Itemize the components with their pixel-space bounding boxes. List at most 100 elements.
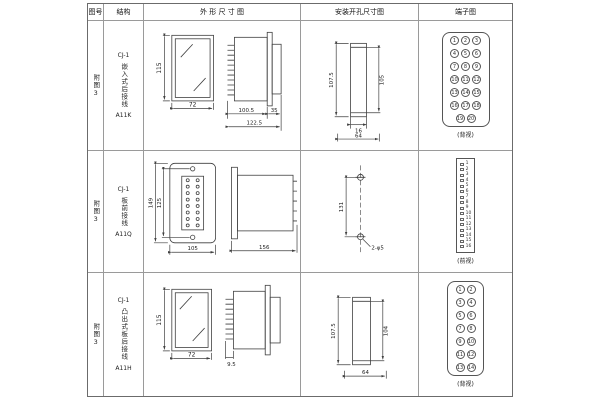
terminal-pin: 10 bbox=[450, 75, 459, 84]
terminal-pin: 5 bbox=[455, 311, 465, 320]
dim-label-len2: 35 bbox=[271, 108, 278, 114]
terminal-pin: 6 bbox=[466, 311, 476, 320]
terminal-pin: 11 bbox=[461, 75, 470, 84]
terminal-contact bbox=[459, 184, 464, 188]
terminal-number: 13 bbox=[465, 227, 472, 232]
code-label: A11Q bbox=[115, 230, 132, 238]
terminal-pin: 7 bbox=[455, 324, 465, 333]
dim-label-total: 122.5 bbox=[246, 121, 262, 127]
terminal-number: 9 bbox=[465, 205, 469, 210]
terminal-number: 8 bbox=[465, 199, 469, 205]
datasheet-table: 图号 结构 外 形 尺 寸 图 安装开孔尺寸图 端子图 附图3 CJ-1 嵌入式… bbox=[87, 3, 513, 397]
terminal-contact bbox=[459, 217, 464, 221]
terminal-pin: 4 bbox=[450, 49, 459, 58]
fig-number: 附图3 bbox=[91, 73, 100, 98]
terminal-number: 6 bbox=[465, 188, 469, 194]
terminal-contact bbox=[459, 223, 464, 227]
terminal-row: 1 bbox=[459, 161, 472, 167]
col-header-fig: 图号 bbox=[88, 4, 104, 21]
dim-label-holes: 2-φ5 bbox=[371, 246, 383, 252]
mounting-drawing-row1: 107.5 105 16 64 bbox=[301, 21, 419, 151]
terminal-number: 10 bbox=[465, 210, 472, 216]
structure-cell-row2: CJ-1 板前接线 A11Q bbox=[104, 151, 144, 273]
terminal-pin: 10 bbox=[466, 337, 476, 346]
terminal-contact bbox=[459, 162, 464, 166]
terminal-row: 9 bbox=[459, 205, 472, 211]
side-view bbox=[227, 31, 282, 107]
terminal-pin: 19 bbox=[455, 114, 465, 123]
dim-label-inner: 105 bbox=[379, 75, 385, 85]
terminal-row: 11 bbox=[459, 216, 472, 222]
terminal-row: 4 bbox=[459, 177, 472, 184]
col-header-outline: 外 形 尺 寸 图 bbox=[144, 4, 301, 21]
terminal-row: 16 bbox=[459, 243, 472, 250]
structure-cell-row3: CJ-1 凸出式板后接线 A11H bbox=[104, 273, 144, 396]
model-label: CJ-1 bbox=[117, 297, 130, 305]
terminal-pin: 4 bbox=[466, 298, 476, 307]
terminal-pin: 12 bbox=[472, 75, 481, 84]
terminal-contact bbox=[459, 206, 464, 210]
outline-drawing-row3: 115 72 9.5 bbox=[144, 273, 301, 396]
terminal-pin: 1 bbox=[455, 285, 465, 294]
dim-height-lines bbox=[162, 33, 170, 102]
dim-side-lines bbox=[225, 94, 282, 131]
code-label: A11H bbox=[115, 364, 132, 372]
terminal-contact bbox=[459, 190, 464, 194]
structure-label: 板前接线 bbox=[119, 196, 128, 227]
terminal-pin: 5 bbox=[461, 49, 470, 58]
fig-cell-row3: 附图3 bbox=[88, 273, 104, 396]
terminal-number: 11 bbox=[465, 216, 472, 221]
front-view bbox=[169, 162, 216, 244]
dim-label-pin-len: 9.5 bbox=[227, 362, 236, 368]
terminal-pin: 12 bbox=[466, 350, 476, 359]
dim-lines-side bbox=[229, 224, 298, 253]
mounting-svg-row1: 107.5 105 16 64 bbox=[329, 41, 385, 142]
dim-label-width: 72 bbox=[189, 101, 197, 108]
dim-lines-front bbox=[153, 161, 216, 255]
terminal-pin: 2 bbox=[461, 36, 470, 45]
outline-svg-row2: 149 125 105 156 bbox=[148, 161, 298, 255]
terminal-view-label: (背视) bbox=[457, 132, 474, 139]
terminal-view-label: (背视) bbox=[457, 381, 474, 388]
terminal-pin: 13 bbox=[455, 363, 465, 372]
fig-cell-row2: 附图3 bbox=[88, 151, 104, 273]
cutout-shape bbox=[350, 42, 367, 118]
terminal-number: 2 bbox=[465, 166, 469, 172]
code-label: A11K bbox=[115, 112, 132, 119]
terminal-pin: 14 bbox=[461, 88, 470, 97]
dim-label-outer: 107.5 bbox=[329, 72, 335, 88]
outline-drawing-row2: 149 125 105 156 bbox=[144, 151, 301, 273]
outline-drawing-row1: 115 72 100.5 bbox=[144, 21, 301, 151]
dim-width-lines bbox=[169, 102, 214, 110]
fig-cell-row1: 附图3 bbox=[88, 21, 104, 151]
terminal-number: 12 bbox=[465, 221, 472, 227]
dim-label-height: 115 bbox=[156, 62, 163, 74]
terminal-pin: 3 bbox=[472, 36, 481, 45]
terminal-pin: 14 bbox=[466, 363, 476, 372]
terminal-row: 8 bbox=[459, 199, 472, 206]
dim-lines bbox=[334, 41, 381, 142]
terminal-number: 16 bbox=[465, 243, 472, 249]
terminal-contact bbox=[459, 239, 464, 243]
front-view bbox=[171, 34, 214, 102]
terminal-pin: 20 bbox=[466, 114, 476, 123]
dim-label-len1: 100.5 bbox=[239, 108, 255, 114]
hole-pattern bbox=[355, 165, 366, 255]
terminal-contact bbox=[459, 245, 464, 249]
terminal-number: 7 bbox=[465, 194, 469, 199]
mounting-drawing-row3: 107.5 104 64 bbox=[301, 273, 419, 396]
side-view bbox=[225, 284, 281, 356]
mounting-drawing-row2: 131 2-φ5 bbox=[301, 151, 419, 273]
mounting-svg-row3: 107.5 104 64 bbox=[331, 295, 389, 379]
terminal-number: 1 bbox=[465, 161, 469, 166]
mounting-svg-row2: 131 2-φ5 bbox=[339, 165, 384, 255]
terminal-strip: 1 2 3 4 5 6 7 bbox=[455, 158, 476, 253]
terminal-row: 13 bbox=[459, 227, 472, 233]
terminal-number: 4 bbox=[465, 177, 469, 183]
terminal-pin: 9 bbox=[455, 337, 465, 346]
model-label: CJ-1 bbox=[117, 185, 130, 193]
terminal-pin: 18 bbox=[472, 101, 481, 110]
